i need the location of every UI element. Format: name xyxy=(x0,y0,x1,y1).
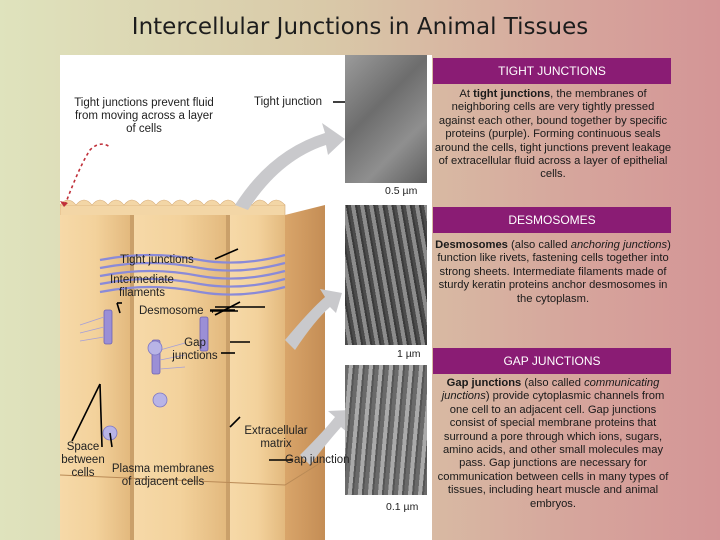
alt-communicating-junctions: communicating junctions xyxy=(441,377,660,403)
label-desmosome: Desmosome xyxy=(139,305,204,317)
scale-bar-label: 1 µm xyxy=(397,348,421,360)
callout-arrows xyxy=(235,123,350,465)
tight-junction-strands xyxy=(99,253,286,296)
label-space-between-cells: Space between cells xyxy=(61,441,105,479)
cell-side xyxy=(285,205,325,540)
gap-junctions-description: Gap junctions (also called communicating… xyxy=(437,377,669,510)
page-title: Intercellular Junctions in Animal Tissue… xyxy=(131,14,589,40)
tight-junctions-header: TIGHT JUNCTIONS xyxy=(433,58,671,84)
cell-1 xyxy=(60,215,130,540)
label-tight-junctions: Tight junctions xyxy=(120,254,194,266)
tight-junctions-description: At tight junctions, the membranes of nei… xyxy=(434,88,672,181)
label-intermediate-filaments: Intermediate filaments xyxy=(110,274,174,299)
label-gap-junctions: Gap junctions xyxy=(172,337,218,362)
desmosomes-header: DESMOSOMES xyxy=(433,207,671,233)
junctions-illustration: 0.5 µm 1 µm 0.1 µm Tight junctions preve… xyxy=(60,55,432,540)
desmosomes-description: Desmosomes (also called anchoring juncti… xyxy=(435,239,671,305)
label-plasma-membranes: Plasma membranes of adjacent cells xyxy=(111,463,215,488)
cell-3 xyxy=(230,215,285,540)
cell-layer-drawing xyxy=(60,101,390,540)
term-desmosomes: Desmosomes xyxy=(435,239,508,251)
alt-anchoring-junctions: anchoring junctions xyxy=(570,239,668,251)
desmosome-micrograph xyxy=(345,205,427,345)
term-tight-junctions: tight junctions xyxy=(473,88,551,100)
intermediate-filaments xyxy=(79,316,186,370)
gap-junction-micrograph xyxy=(345,365,427,495)
scale-bar-label: 0.1 µm xyxy=(386,501,419,513)
scale-bar-label: 0.5 µm xyxy=(385,185,418,197)
gap-junctions-header: GAP JUNCTIONS xyxy=(433,348,671,374)
label-extracellular-matrix: Extracellular matrix xyxy=(244,425,308,450)
label-tight-junction: Tight junction xyxy=(254,96,322,108)
tight-junction-micrograph xyxy=(345,55,427,183)
fluid-arrow xyxy=(64,143,111,206)
leader-lines xyxy=(71,101,390,461)
label-tight-prevent: Tight junctions prevent fluid from movin… xyxy=(74,97,214,135)
label-gap-junction: Gap junction xyxy=(285,454,350,466)
term-gap-junctions: Gap junctions xyxy=(446,377,522,389)
